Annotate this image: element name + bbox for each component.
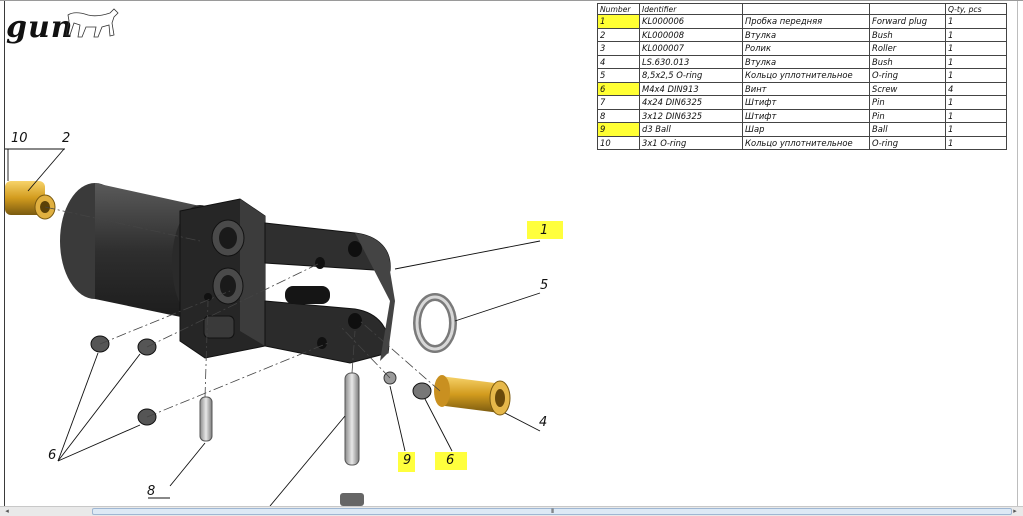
bom-cell-name-en: Bush [869,54,946,69]
bom-header-row: Number Identifier Q-ty, pcs [597,3,1007,15]
bom-cell-qty: 1 [945,27,1007,42]
bom-cell-name-ru: Винт [742,81,870,96]
bom-cell-name-ru: Втулка [742,54,870,69]
bom-header-number: Number [597,3,640,15]
bom-cell-qty: 4 [945,81,1007,96]
callout-highlight-9 [398,452,415,472]
callout-9: 9 [403,453,412,468]
bom-cell-identifier: KL000007 [639,41,743,56]
bom-cell-number: 1 [597,14,640,29]
bom-cell-name-en: Pin [869,108,946,123]
bom-cell-number: 8 [597,108,640,123]
bom-cell-identifier: KL000006 [639,14,743,29]
bom-cell-identifier: 8,5x2,5 O-ring [639,68,743,83]
bom-cell-name-ru: Кольцо уплотнительное [742,135,870,150]
bom-header-qty: Q-ty, pcs [945,3,1007,15]
bom-cell-name-en: Ball [869,122,946,137]
bom-cell-qty: 1 [945,95,1007,110]
bom-header-identifier: Identifier [639,3,743,15]
bom-cell-qty: 1 [945,135,1007,150]
bom-cell-name-en: Pin [869,95,946,110]
bom-cell-number: 5 [597,68,640,83]
callout-1: 1 [540,223,549,238]
callout-highlight-6 [435,452,467,470]
bom-cell-identifier: d3 Ball [639,122,743,137]
axis-lines [44,206,441,418]
leader-lines [5,148,541,506]
callout-6-right: 6 [446,453,455,468]
scrollbar-grip: III [550,509,554,515]
bom-cell-name-ru: Шар [742,122,870,137]
bom-cell-name-en: Screw [869,81,946,96]
bom-cell-name-en: Bush [869,27,946,42]
callout-highlight-1 [527,221,563,239]
frame-left-edge [4,1,5,506]
scroll-left-arrow-icon[interactable]: ◂ [5,508,9,515]
bom-cell-number: 10 [597,135,640,150]
bom-header-name-ru [742,3,870,15]
bom-cell-name-ru: Кольцо уплотнительное [742,68,870,83]
bom-cell-number: 7 [597,95,640,110]
callout-5: 5 [540,278,549,293]
bom-cell-qty: 1 [945,54,1007,69]
bom-cell-number: 2 [597,27,640,42]
bom-cell-name-ru: Втулка [742,27,870,42]
bom-cell-identifier: M4x4 DIN913 [639,81,743,96]
bom-cell-qty: 1 [945,68,1007,83]
bom-cell-identifier: KL000008 [639,27,743,42]
bom-cell-name-ru: Штифт [742,95,870,110]
scrollbar-thumb[interactable]: III [92,508,1012,515]
frame-right-edge [1017,1,1018,506]
housing-part [60,183,395,364]
bom-cell-qty: 1 [945,108,1007,123]
scroll-right-arrow-icon[interactable]: ▸ [1013,508,1017,515]
pin-parts [199,372,364,506]
bom-cell-identifier: 4x24 DIN6325 [639,95,743,110]
callout-4: 4 [539,415,548,430]
o-ring-part [413,293,457,353]
brass-bush-part [434,375,511,416]
callout-2: 2 [62,131,71,146]
bom-cell-number: 6 [597,81,640,96]
bom-cell-name-en: Forward plug [869,14,946,29]
bom-cell-name-en: Roller [869,41,946,56]
bom-cell-name-en: O-ring [869,135,946,150]
logo-text: gun [6,10,74,45]
bom-cell-identifier: LS.630.013 [639,54,743,69]
bom-cell-qty: 1 [945,14,1007,29]
bom-cell-number: 9 [597,122,640,137]
bom-cell-qty: 1 [945,41,1007,56]
bom-cell-number: 3 [597,41,640,56]
bom-header-name-en [869,3,946,15]
bom-cell-identifier: 3x12 DIN6325 [639,108,743,123]
bom-cell-qty: 1 [945,122,1007,137]
bom-cell-number: 4 [597,54,640,69]
exploded-assembly-drawing [5,148,541,506]
bom-cell-name-ru: Штифт [742,108,870,123]
forward-plug-part [5,181,56,220]
dog-logo-icon [65,8,119,38]
callout-6-left: 6 [48,448,57,463]
callout-8: 8 [147,484,156,499]
callout-10: 10 [11,131,28,146]
bom-cell-name-en: O-ring [869,68,946,83]
bom-cell-name-ru: Ролик [742,41,870,56]
bom-cell-name-ru: Пробка передняя [742,14,870,29]
bom-cell-identifier: 3x1 O-ring [639,135,743,150]
